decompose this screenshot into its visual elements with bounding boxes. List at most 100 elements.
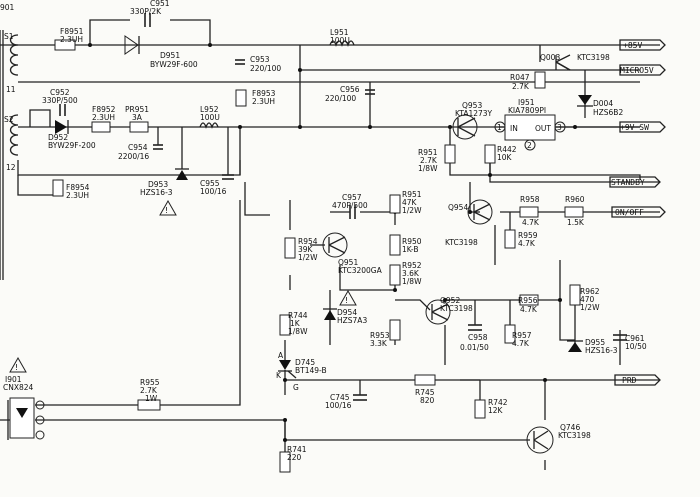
pin-anode: A — [278, 351, 284, 360]
resistor-r957 — [504, 324, 516, 344]
i901-ref: I901 — [5, 375, 22, 384]
rail-micro5v: MICRO5V — [620, 66, 654, 75]
diode-d951 — [124, 35, 140, 55]
r047-val: 2.7K — [512, 82, 530, 91]
c956-val: 220/100 — [325, 94, 356, 103]
r958-val: 4.7K — [522, 218, 540, 227]
c961-val: 10/50 — [625, 342, 647, 351]
r742-ref: R742 — [488, 398, 508, 407]
q952-ref: Q952 — [440, 296, 460, 305]
c958-val: 0.01/50 — [460, 343, 489, 352]
pin-2: 2 — [527, 141, 532, 150]
f8954-val: 2.3UH — [66, 191, 89, 200]
q746-ref: Q746 — [560, 423, 580, 432]
rail-prd: PRD — [622, 376, 637, 385]
c955-val: 100/16 — [200, 187, 227, 196]
diode-d004 — [577, 95, 593, 107]
c953-val: 220/100 — [250, 64, 281, 73]
diode-d952 — [55, 120, 69, 134]
r442-val: 10K — [497, 153, 513, 162]
capacitor-c953 — [235, 59, 245, 65]
pin-gate: G — [293, 383, 299, 392]
r957-val: 4.7K — [512, 339, 530, 348]
d951-val: BYW29F-600 — [150, 60, 198, 69]
r442-ref: R442 — [497, 145, 517, 154]
c957-val: 470P/500 — [332, 201, 368, 210]
bead-f8954 — [52, 179, 64, 197]
rail-85v: +85V — [623, 41, 642, 50]
resistor-r952 — [389, 264, 401, 286]
r955-ref: R955 — [140, 378, 160, 387]
d953-ref: D953 — [148, 180, 168, 189]
d951-ref: D951 — [160, 51, 180, 60]
c951-ref: C951 — [150, 0, 170, 8]
resistor-r951-47k — [389, 194, 401, 214]
r958-ref: R958 — [520, 195, 540, 204]
transistor-q746 — [526, 426, 554, 454]
pr951-val: 3A — [132, 113, 143, 122]
warning-mark: ! — [345, 296, 348, 305]
d745-ref: D745 — [295, 358, 315, 367]
c954-val: 2200/16 — [118, 152, 149, 161]
f8951-val: 2.3UH — [60, 35, 83, 44]
c956-ref: C956 — [340, 85, 360, 94]
transistor-q953 — [452, 114, 478, 140]
d953-val: HZS16-3 — [140, 188, 173, 197]
l952-val: 100U — [200, 113, 220, 122]
transformer-s2: S2 — [4, 115, 14, 124]
inductor-l951 — [329, 40, 355, 47]
r952-val: 3.6K — [402, 269, 420, 278]
resistor-r745 — [414, 374, 436, 386]
l952-ref: L952 — [200, 105, 219, 114]
c952-ref: C952 — [50, 88, 70, 97]
q746-val: KTC3198 — [558, 431, 591, 440]
transistor-q954 — [467, 199, 493, 225]
r954-val: 39K — [298, 245, 314, 254]
d004-val: HZS6B2 — [593, 108, 623, 117]
c954-ref: C954 — [128, 143, 148, 152]
warning-icon: ! — [9, 356, 27, 373]
r953-ref: R953 — [370, 331, 390, 340]
transistor-q952 — [425, 299, 451, 325]
r957-ref: R957 — [512, 331, 532, 340]
r950-ref: R950 — [402, 237, 422, 246]
diode-d954 — [323, 308, 337, 320]
pin-1: 1 — [497, 123, 502, 132]
inductor-l952 — [199, 122, 219, 129]
resistor-r442 — [484, 144, 496, 164]
r952-ref: R952 — [402, 261, 422, 270]
f8954-ref: F8954 — [66, 183, 90, 192]
resistor-r047 — [534, 71, 546, 89]
r744-watt: 1/8W — [288, 327, 308, 336]
capacitor-c957 — [349, 205, 356, 219]
q954-ref: Q954 — [448, 203, 468, 212]
r955-watt: 1W — [145, 394, 158, 403]
resistor-r955 — [137, 399, 161, 411]
i951-ref: I951 — [518, 98, 535, 107]
resistor-r953 — [389, 319, 401, 341]
d745-val: BT149-B — [295, 366, 327, 375]
bead-f8952 — [91, 121, 111, 133]
fuse-pr951 — [129, 121, 149, 133]
diode-d953 — [175, 127, 189, 180]
r745-ref: R745 — [415, 388, 435, 397]
r962-watt: 1/2W — [580, 303, 600, 312]
r951-watt: 1/8W — [418, 164, 438, 173]
q003-val: KTC3198 — [577, 53, 610, 62]
q953-ref: Q953 — [462, 101, 482, 110]
r744-val: 1K — [290, 319, 301, 328]
f8953-ref: F8953 — [252, 89, 276, 98]
r047-ref: R047 — [510, 73, 530, 82]
rail-standby: STANDBY — [611, 178, 645, 187]
r951-val: 2.7K — [420, 156, 438, 165]
labels: 901 S1 11 S2 12 C951 330P/2K D951 BYW29F… — [0, 0, 654, 462]
c951-val: 330P/2K — [130, 7, 162, 16]
r951b-ref: R951 — [402, 190, 422, 199]
r951-ref: R951 — [418, 148, 438, 157]
r950-val: 1K-B — [402, 245, 419, 254]
transformer-pin-12: 12 — [6, 163, 16, 172]
r954-ref: R954 — [298, 237, 318, 246]
pin-3: 3 — [557, 123, 562, 132]
transistor-q951 — [322, 232, 348, 258]
resistor-r741 — [279, 451, 291, 473]
